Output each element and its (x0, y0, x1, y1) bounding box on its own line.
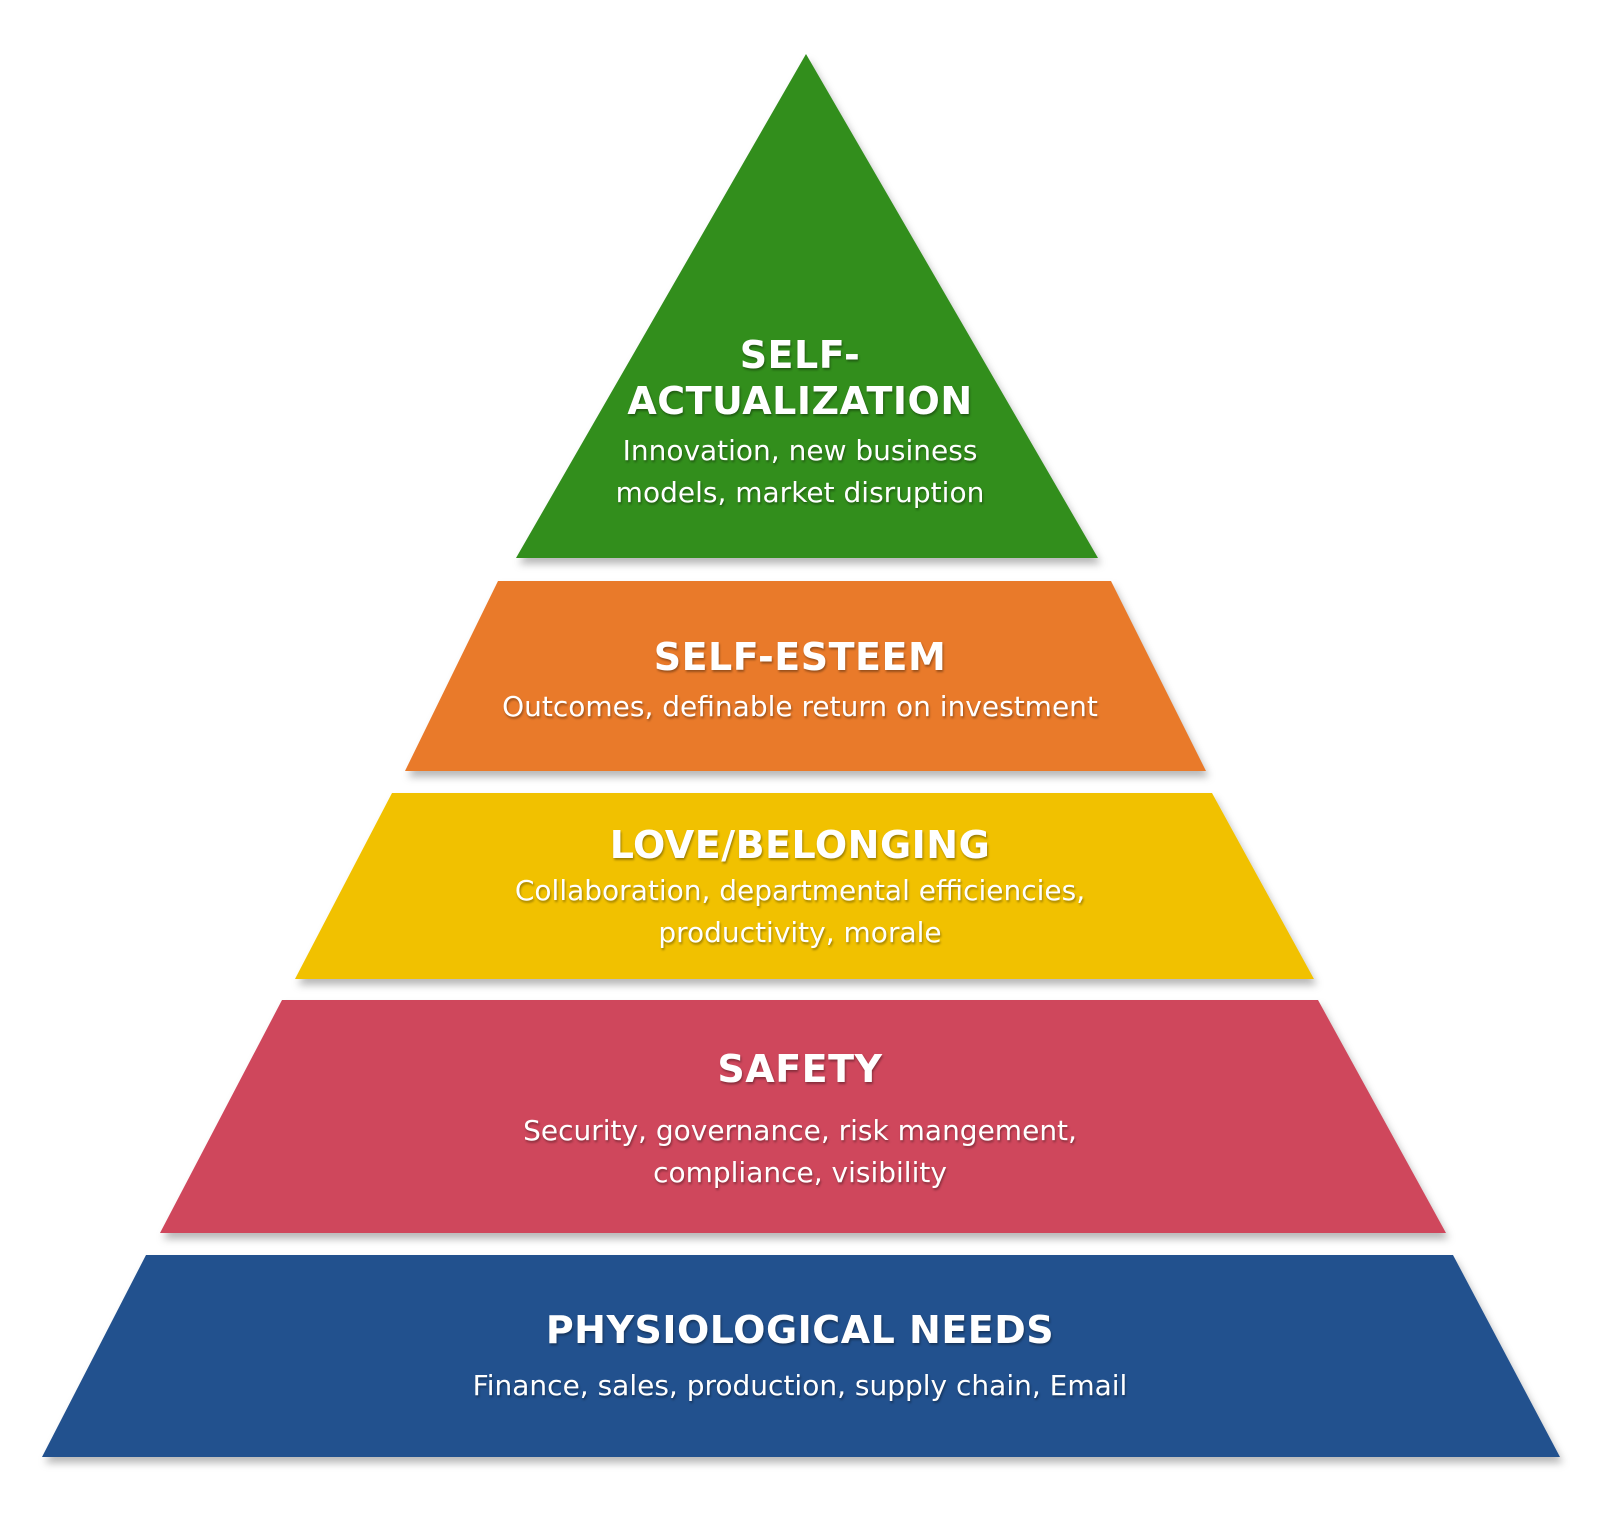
tier-self-esteem-shape (405, 581, 1206, 771)
tier-self-actualization-shape (516, 54, 1098, 558)
tier-love-belonging-title: LOVE/BELONGING (609, 823, 991, 867)
tier-love-belonging-shape (295, 793, 1314, 979)
tier-self-esteem-label: SELF-ESTEEM Outcomes, definable return o… (0, 634, 1600, 728)
tier-self-actualization-title: SELF- ACTUALIZATION (627, 333, 973, 423)
tier-love-belonging-description: Collaboration, departmental efficiencies… (514, 874, 1086, 949)
tier-love-belonging-label: LOVE/BELONGING Collaboration, department… (0, 822, 1600, 954)
tier-safety-title: SAFETY (717, 1047, 883, 1091)
tier-safety-label: SAFETY Security, governance, risk mangem… (0, 1046, 1600, 1194)
tier-self-esteem-title: SELF-ESTEEM (653, 635, 947, 679)
tier-safety-shape (160, 1000, 1446, 1233)
tier-physiological-needs-title: PHYSIOLOGICAL NEEDS (545, 1308, 1055, 1352)
tier-self-actualization-label: SELF- ACTUALIZATION Innovation, new busi… (0, 332, 1600, 514)
tier-physiological-needs-description: Finance, sales, production, supply chain… (472, 1369, 1128, 1402)
tier-physiological-needs-shape (42, 1255, 1560, 1457)
tier-self-actualization-description: Innovation, new business models, market … (615, 434, 985, 509)
tier-physiological-needs-label: PHYSIOLOGICAL NEEDS Finance, sales, prod… (0, 1307, 1600, 1407)
tier-self-esteem-description: Outcomes, definable return on investment (502, 690, 1098, 723)
tier-safety-description: Security, governance, risk mangement, co… (523, 1114, 1077, 1189)
